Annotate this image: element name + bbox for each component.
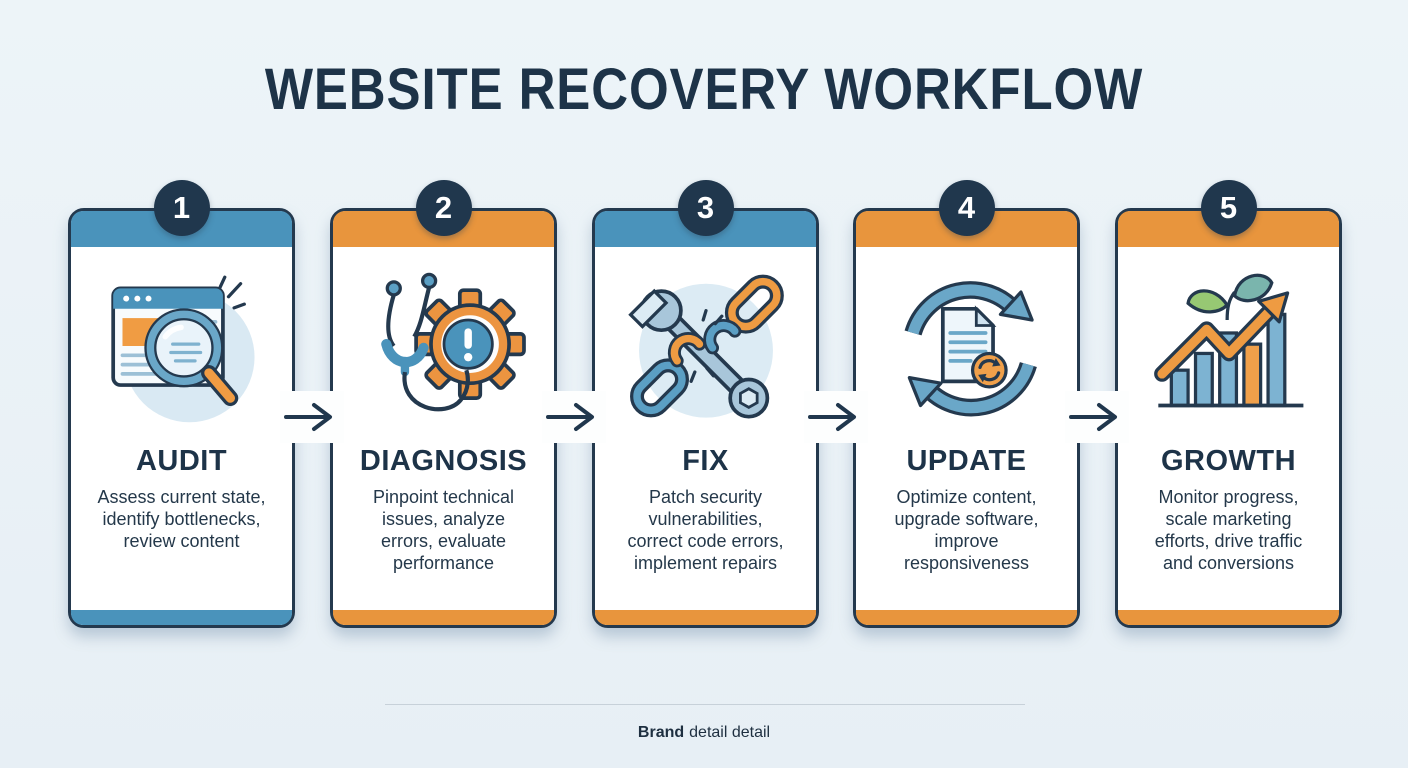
card-footer-band [1118,610,1339,625]
step-card-diagnosis: 2 [330,180,557,628]
step-number: 2 [434,190,453,225]
step-number-badge: 1 [153,180,210,236]
step-number-badge: 3 [677,180,734,236]
step-number: 5 [1219,190,1238,225]
connector-band [542,391,606,443]
step-description: Monitor progress, scale marketing effort… [1154,487,1303,573]
step-number-badge: 5 [1200,180,1257,236]
stethoscope-gear-icon [333,247,554,445]
step-card-audit: 1 [68,180,295,628]
brand-detail: detail detail [689,724,771,741]
connector-band [280,391,344,443]
step-description: Patch security vulnerabilities, correct … [627,487,784,573]
step-card-fix: 3 [592,180,819,628]
connector-band [804,391,868,443]
step-number: 3 [696,190,715,225]
connector-band [1065,391,1129,443]
step-card-growth: 5 GROWTH Monitor progr [1115,180,1342,628]
step-title: FIX [682,445,729,477]
footer-divider [385,704,1025,705]
step-card-update: 4 UPDATE Opt [853,180,1080,628]
arrow-right-icon [546,403,594,431]
browser-magnifier-icon [71,247,292,445]
arrow-right-icon [1069,403,1117,431]
step-number: 1 [172,190,191,225]
page-title: WEBSITE RECOVERY WORKFLOW [264,57,1144,122]
step-description: Assess current state, identify bottlenec… [97,487,266,551]
wrench-broken-chain-icon [595,247,816,445]
brand-label: Brand [637,724,685,741]
step-number-badge: 2 [415,180,472,236]
arrow-right-icon [284,403,332,431]
growth-chart-icon [1118,247,1339,445]
card-footer-band [71,610,292,625]
step-title: DIAGNOSIS [359,445,528,477]
card-footer-band [856,610,1077,625]
step-title: AUDIT [135,445,228,477]
step-title: UPDATE [906,445,1027,477]
arrow-right-icon [808,403,856,431]
step-number: 4 [957,190,976,225]
step-number-badge: 4 [938,180,995,236]
card-footer-band [333,610,554,625]
step-title: GROWTH [1160,445,1297,477]
refresh-document-icon [856,247,1077,445]
step-description: Pinpoint technical issues, analyze error… [372,487,515,573]
card-footer-band [595,610,816,625]
step-description: Optimize content, upgrade software, impr… [894,487,1039,573]
